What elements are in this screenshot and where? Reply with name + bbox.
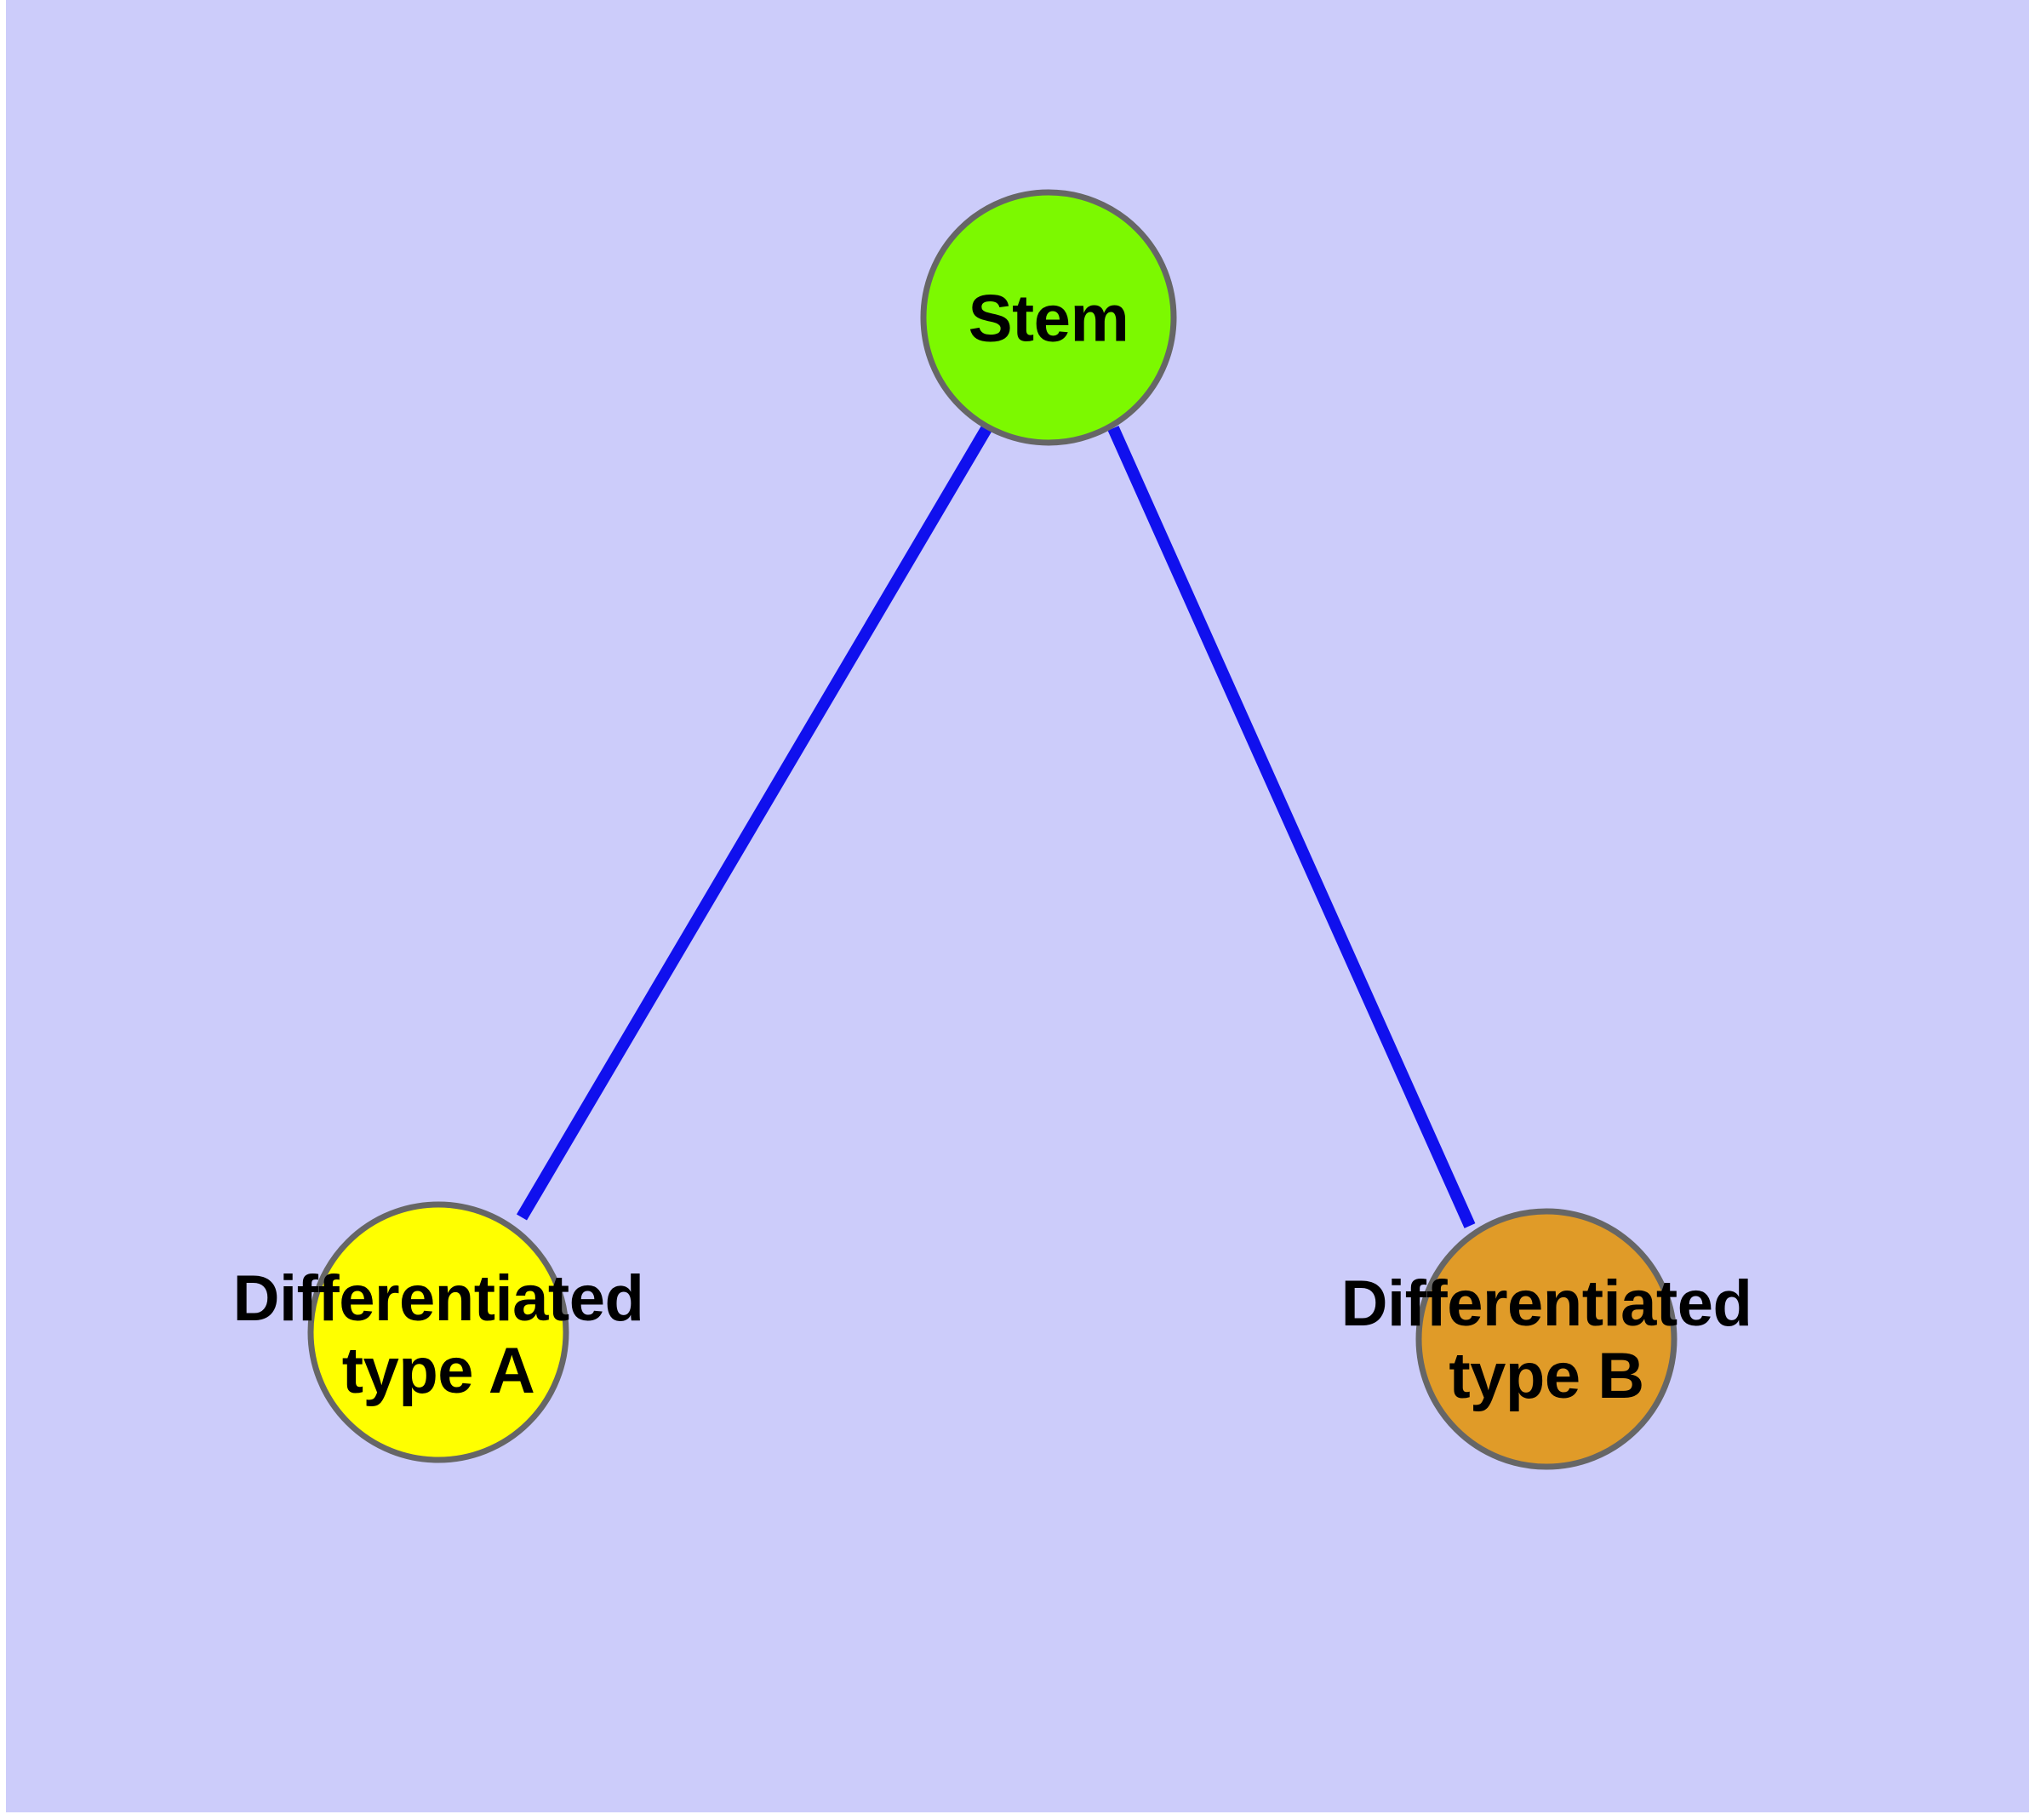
node-circle-stem[interactable]: [920, 189, 1177, 446]
node-circle-diff-b[interactable]: [1415, 1208, 1677, 1470]
edges-group: [516, 424, 1476, 1228]
node-circle-diff-a[interactable]: [307, 1201, 569, 1463]
edge-stem-to-diff-b: [1107, 426, 1476, 1228]
nodes-group: [307, 189, 1677, 1470]
edge-stem-to-diff-a: [516, 424, 993, 1221]
